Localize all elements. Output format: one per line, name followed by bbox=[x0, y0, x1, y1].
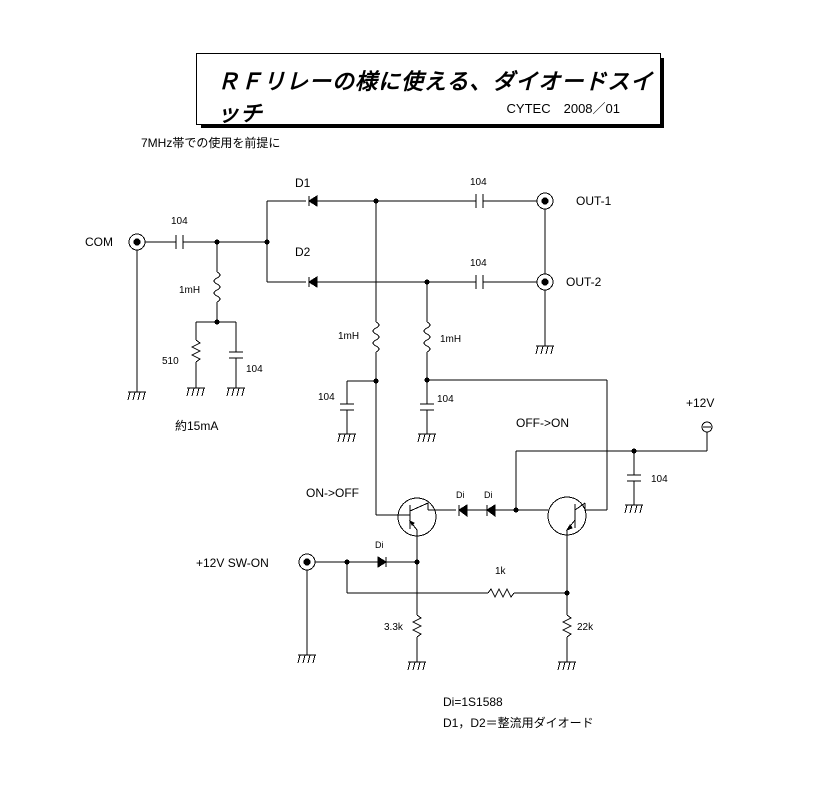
diode-d1 bbox=[308, 195, 318, 207]
capacitor-com bbox=[175, 235, 184, 249]
ground-3-3k bbox=[407, 661, 426, 671]
label-d2: D2 bbox=[295, 245, 311, 259]
diode-d2 bbox=[308, 276, 318, 288]
out1-connector bbox=[536, 192, 554, 210]
label-c-d1: 104 bbox=[318, 392, 335, 403]
label-c-com: 104 bbox=[171, 216, 188, 227]
label-d1: D1 bbox=[295, 176, 311, 190]
ground-sw-on bbox=[297, 654, 316, 664]
plus12v-terminal bbox=[701, 421, 713, 433]
design-note: 7MHz帯での使用を前提に bbox=[141, 136, 281, 150]
legend-d1d2: D1，D2＝整流用ダイオード bbox=[443, 716, 594, 730]
label-r33k: 3.3k bbox=[384, 622, 403, 633]
diode-di-1 bbox=[458, 504, 468, 517]
label-sw-on: +12V SW-ON bbox=[196, 556, 269, 570]
ground-out bbox=[535, 345, 554, 355]
label-r1k: 1k bbox=[495, 566, 506, 577]
label-l-bias: 1mH bbox=[179, 285, 201, 296]
label-c-d2: 104 bbox=[437, 394, 454, 405]
label-c-12v: 104 bbox=[651, 474, 668, 485]
label-r22k: 22k bbox=[577, 622, 594, 633]
sw-on-connector bbox=[298, 553, 316, 571]
label-l-d2: 1mH bbox=[440, 334, 462, 345]
inductor-d2 bbox=[423, 321, 431, 353]
diode-di-3 bbox=[377, 556, 387, 568]
transistor-q2 bbox=[547, 496, 587, 536]
com-connector bbox=[128, 233, 146, 251]
ground-c-d1 bbox=[337, 433, 356, 443]
label-di-1: Di bbox=[456, 490, 465, 500]
diode-di-2 bbox=[486, 504, 496, 517]
inductor-bias bbox=[213, 271, 221, 303]
ground-c-12v bbox=[624, 504, 643, 514]
title-box: ＲＦリレーの様に使える、ダイオードスイッチ CYTEC 2008／01 bbox=[196, 53, 661, 127]
legend-di: Di=1S1588 bbox=[443, 695, 503, 709]
inductor-d1 bbox=[372, 321, 380, 353]
ground-c-d2 bbox=[417, 433, 436, 443]
label-off-on: OFF->ON bbox=[516, 416, 569, 430]
label-di-2: Di bbox=[484, 490, 493, 500]
label-c-bias: 104 bbox=[246, 364, 263, 375]
ground-bias-cap bbox=[226, 387, 245, 397]
label-r510: 510 bbox=[162, 356, 179, 367]
label-c-out1: 104 bbox=[470, 177, 487, 188]
resistor-510 bbox=[190, 339, 202, 363]
ground-510 bbox=[186, 387, 205, 397]
page-title: ＲＦリレーの様に使える、ダイオードスイッチ bbox=[217, 70, 654, 127]
title-credit: CYTEC 2008／01 bbox=[506, 101, 620, 116]
label-c-out2: 104 bbox=[470, 258, 487, 269]
out2-connector bbox=[536, 273, 554, 291]
label-di-3: Di bbox=[375, 540, 384, 550]
label-current: 約15mA bbox=[175, 419, 219, 433]
resistor-22k bbox=[561, 614, 573, 638]
label-out1: OUT-1 bbox=[576, 194, 612, 208]
ground-22k bbox=[557, 661, 576, 671]
transistor-q1 bbox=[376, 497, 437, 537]
label-plus12v: +12V bbox=[686, 396, 715, 410]
label-com: COM bbox=[85, 235, 113, 249]
label-out2: OUT-2 bbox=[566, 275, 602, 289]
resistor-1k bbox=[487, 587, 515, 599]
label-l-d1: 1mH bbox=[338, 331, 360, 342]
label-on-off: ON->OFF bbox=[306, 486, 359, 500]
ground-com bbox=[127, 391, 146, 401]
resistor-3-3k bbox=[411, 614, 423, 638]
